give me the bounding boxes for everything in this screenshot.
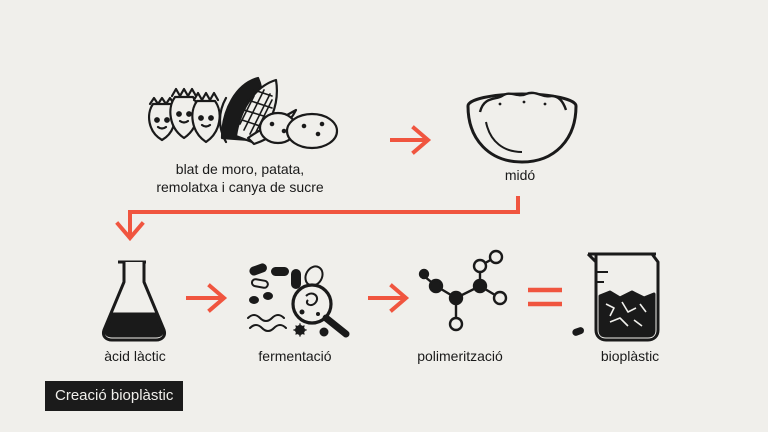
arrow-crops-to-starch (390, 125, 432, 155)
beetroot-icon (191, 91, 221, 144)
equals-sign (528, 287, 562, 307)
starch-label: midó (504, 167, 536, 183)
magnifier-icon (291, 283, 350, 338)
crops-icon (147, 76, 339, 150)
arrow-starch-to-lactic (115, 196, 520, 242)
arrow-fermentation-to-polymerization (368, 283, 410, 313)
crops-label: blat de moro, patata, remolatxa i canya … (156, 161, 324, 195)
fermentation-label: fermentació (258, 348, 332, 364)
molecule-icon (418, 249, 508, 332)
caption-badge: Creació bioplàstic (45, 381, 184, 411)
bowl-icon (466, 91, 578, 164)
polymerization-label: polimerització (417, 348, 503, 364)
beaker-icon (572, 252, 660, 342)
beetroot-icon (169, 87, 199, 140)
lactic-acid-label: àcid làctic (104, 348, 166, 364)
flask-icon (102, 260, 166, 342)
arrow-lactic-to-fermentation (186, 283, 228, 313)
bioplastic-label: bioplàstic (600, 348, 660, 364)
microbes-icon (247, 263, 329, 337)
potato-icon (285, 112, 339, 150)
